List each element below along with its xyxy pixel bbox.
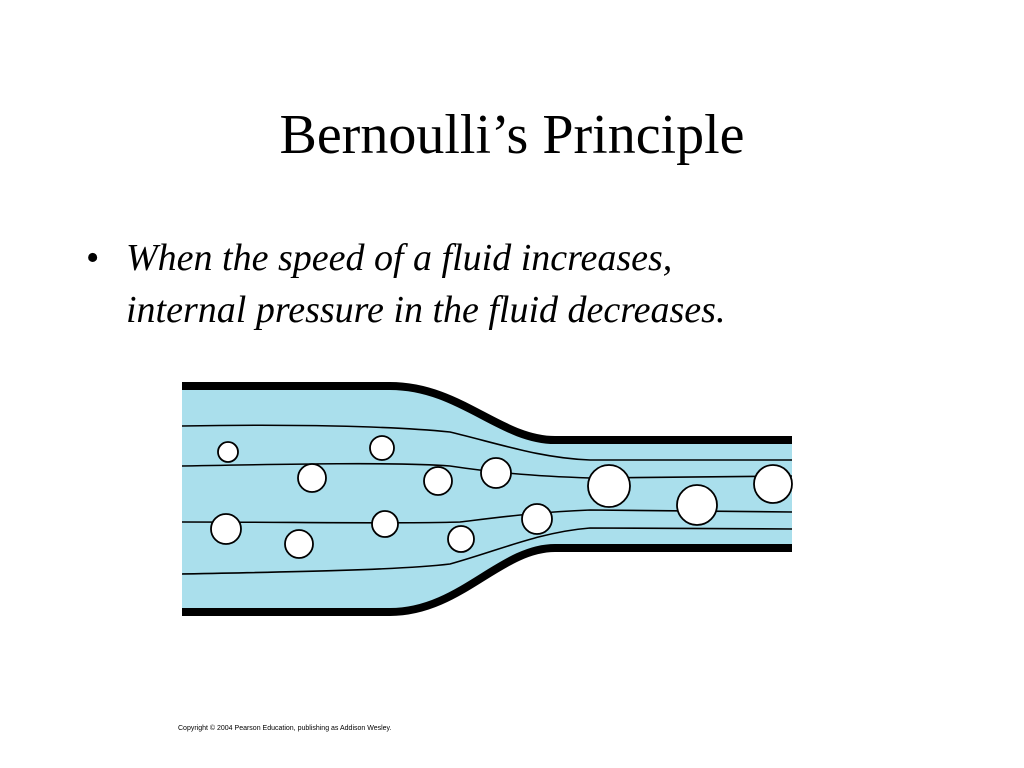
streamline-2: [181, 462, 793, 479]
pipe-wall-top: [182, 382, 792, 444]
particles: [210, 435, 793, 559]
bullet-item: • When the speed of a fluid increases, i…: [86, 232, 906, 336]
particle: [371, 510, 399, 538]
pipe-walls: [182, 382, 792, 616]
streamline-4: [181, 527, 793, 575]
particle: [753, 464, 793, 504]
particle: [284, 529, 314, 559]
particle: [369, 435, 395, 461]
particle: [521, 503, 553, 535]
particle: [210, 513, 242, 545]
bullet-text: When the speed of a fluid increases, int…: [126, 232, 906, 336]
copyright-notice: Copyright © 2004 Pearson Education, publ…: [178, 725, 392, 732]
particle: [297, 463, 327, 493]
particle: [447, 525, 475, 553]
bullet-line-1: When the speed of a fluid increases,: [126, 237, 673, 279]
particle: [480, 457, 512, 489]
particle: [676, 484, 718, 526]
pipe-flow-diagram: [181, 382, 793, 616]
pipe-wall-bottom: [182, 544, 792, 616]
particle: [587, 464, 631, 508]
streamline-1: [181, 424, 792, 461]
particle: [423, 466, 453, 496]
bullet-symbol: •: [86, 237, 100, 279]
slide-title: Bernoulli’s Principle: [279, 104, 745, 166]
bullet-line-2: internal pressure in the fluid decreases…: [126, 289, 726, 331]
particle: [217, 441, 239, 463]
